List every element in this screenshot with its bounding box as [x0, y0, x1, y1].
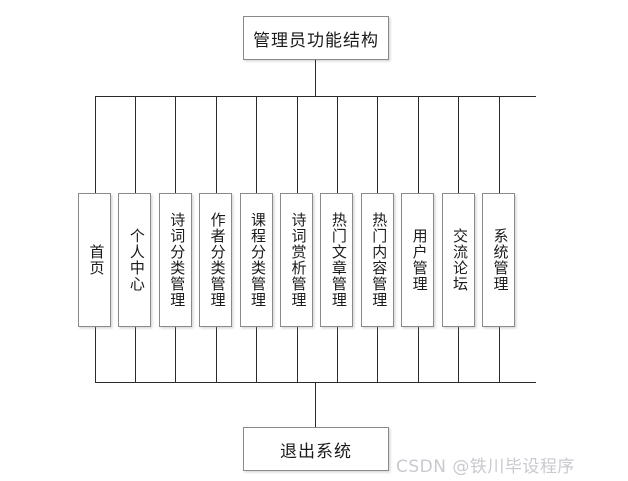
connector-top-to-leaf-11	[499, 96, 500, 193]
leaf-node-2[interactable]: 个人中心	[118, 193, 152, 327]
leaf-node-label: 作者分类管理	[208, 212, 225, 308]
leaf-node-label: 系统管理	[491, 228, 508, 292]
leaf-node-label: 课程分类管理	[249, 212, 266, 308]
connector-leaf-to-bottom-11	[499, 327, 500, 382]
connector-leaf-to-bottom-5	[256, 327, 257, 382]
connector-top-to-leaf-2	[135, 96, 136, 193]
connector-top-bus	[95, 96, 536, 97]
leaf-node-7[interactable]: 热门文章管理	[320, 193, 354, 327]
connector-top-to-leaf-10	[458, 96, 459, 193]
leaf-node-1[interactable]: 首页	[78, 193, 111, 327]
leaf-node-4[interactable]: 作者分类管理	[199, 193, 233, 327]
connector-exit-stem	[315, 382, 316, 427]
leaf-node-label: 热门文章管理	[329, 212, 346, 308]
exit-node[interactable]: 退出系统	[243, 427, 389, 471]
leaf-node-6[interactable]: 诗词赏析管理	[280, 193, 313, 327]
connector-leaf-to-bottom-9	[418, 327, 419, 382]
leaf-node-9[interactable]: 用户管理	[401, 193, 435, 327]
connector-top-to-leaf-3	[175, 96, 176, 193]
connector-top-to-leaf-8	[377, 96, 378, 193]
leaf-node-label: 用户管理	[410, 228, 427, 292]
connector-top-to-leaf-9	[418, 96, 419, 193]
leaf-node-3[interactable]: 诗词分类管理	[158, 193, 192, 327]
root-node-label: 管理员功能结构	[253, 30, 379, 50]
connector-top-to-leaf-6	[297, 96, 298, 193]
leaf-node-label: 交流论坛	[451, 228, 468, 292]
connector-leaf-to-bottom-7	[337, 327, 338, 382]
connector-root-stem	[315, 60, 316, 97]
connector-leaf-to-bottom-2	[135, 327, 136, 382]
csdn-watermark: CSDN @铁川毕设程序	[396, 457, 575, 477]
leaf-node-11[interactable]: 系统管理	[482, 193, 515, 327]
connector-leaf-to-bottom-3	[175, 327, 176, 382]
connector-top-to-leaf-4	[216, 96, 217, 193]
exit-node-label: 退出系统	[280, 441, 352, 461]
connector-top-to-leaf-5	[256, 96, 257, 193]
connector-leaf-to-bottom-1	[95, 327, 96, 382]
connector-leaf-to-bottom-4	[216, 327, 217, 382]
root-node[interactable]: 管理员功能结构	[243, 16, 389, 60]
leaf-node-label: 个人中心	[127, 228, 144, 292]
connector-leaf-to-bottom-8	[377, 327, 378, 382]
leaf-node-10[interactable]: 交流论坛	[441, 193, 475, 327]
leaf-node-label: 诗词分类管理	[168, 212, 185, 308]
leaf-node-label: 诗词赏析管理	[289, 212, 306, 308]
connector-top-to-leaf-7	[337, 96, 338, 193]
leaf-node-8[interactable]: 热门内容管理	[360, 193, 394, 327]
connector-leaf-to-bottom-6	[297, 327, 298, 382]
leaf-node-label: 首页	[87, 244, 104, 276]
leaf-node-label: 热门内容管理	[370, 212, 387, 308]
connector-leaf-to-bottom-10	[458, 327, 459, 382]
connector-top-to-leaf-1	[95, 96, 96, 193]
leaf-node-5[interactable]: 课程分类管理	[239, 193, 273, 327]
